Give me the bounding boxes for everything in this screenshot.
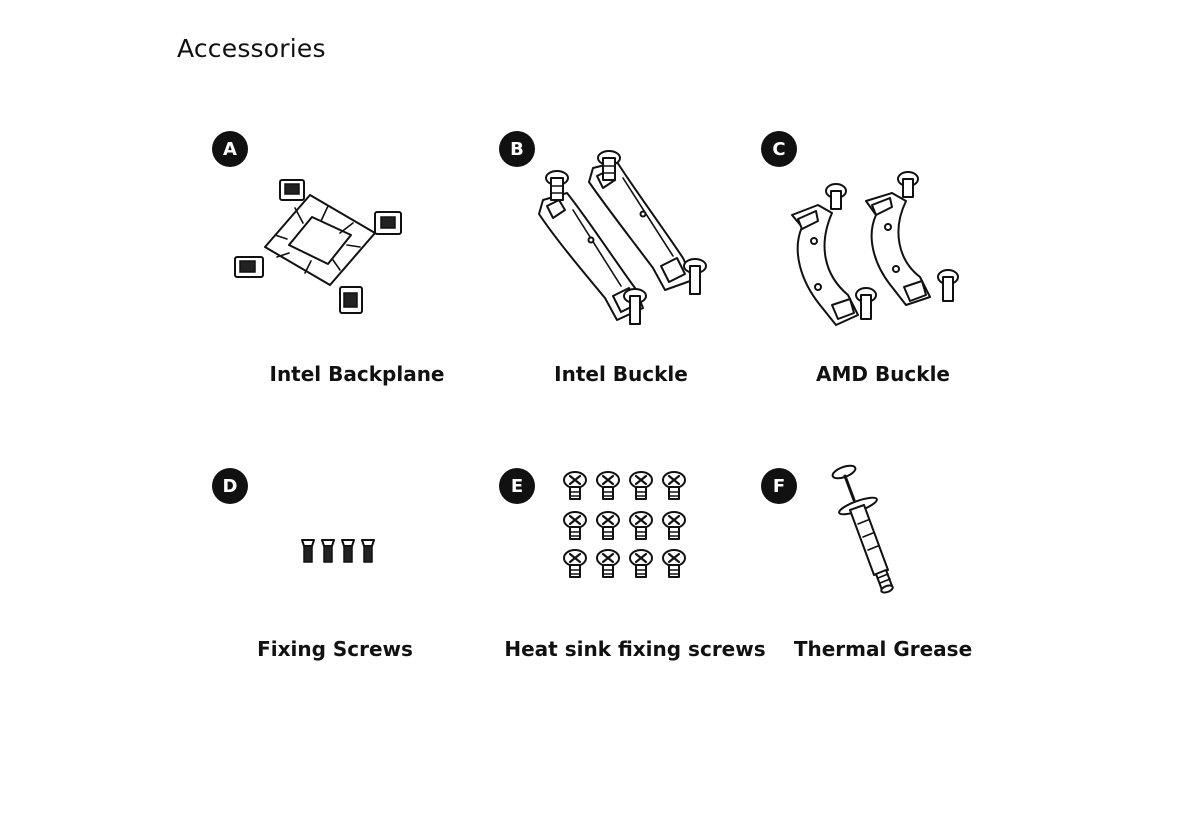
item-label-e: Heat sink fixing screws [504, 637, 766, 661]
item-label-a: Intel Backplane [269, 362, 445, 386]
page-title: Accessories [177, 34, 326, 63]
intel-buckle-icon [538, 150, 707, 325]
fixing-screws-icon [301, 539, 375, 563]
item-label-f: Thermal Grease [793, 637, 973, 661]
heat-sink-screws-icon [562, 470, 687, 579]
item-label-c: AMD Buckle [815, 362, 951, 386]
item-label-d: Fixing Screws [257, 637, 413, 661]
item-label-b: Intel Buckle [554, 362, 688, 386]
amd-buckle-icon [791, 171, 959, 326]
item-badge-c: C [761, 131, 797, 167]
item-badge-a: A [212, 131, 248, 167]
intel-backplane-icon [234, 179, 402, 314]
item-badge-d: D [212, 468, 248, 504]
thermal-grease-syringe-icon [831, 464, 894, 594]
item-badge-b: B [499, 131, 535, 167]
item-badge-f: F [761, 468, 797, 504]
item-badge-e: E [499, 468, 535, 504]
